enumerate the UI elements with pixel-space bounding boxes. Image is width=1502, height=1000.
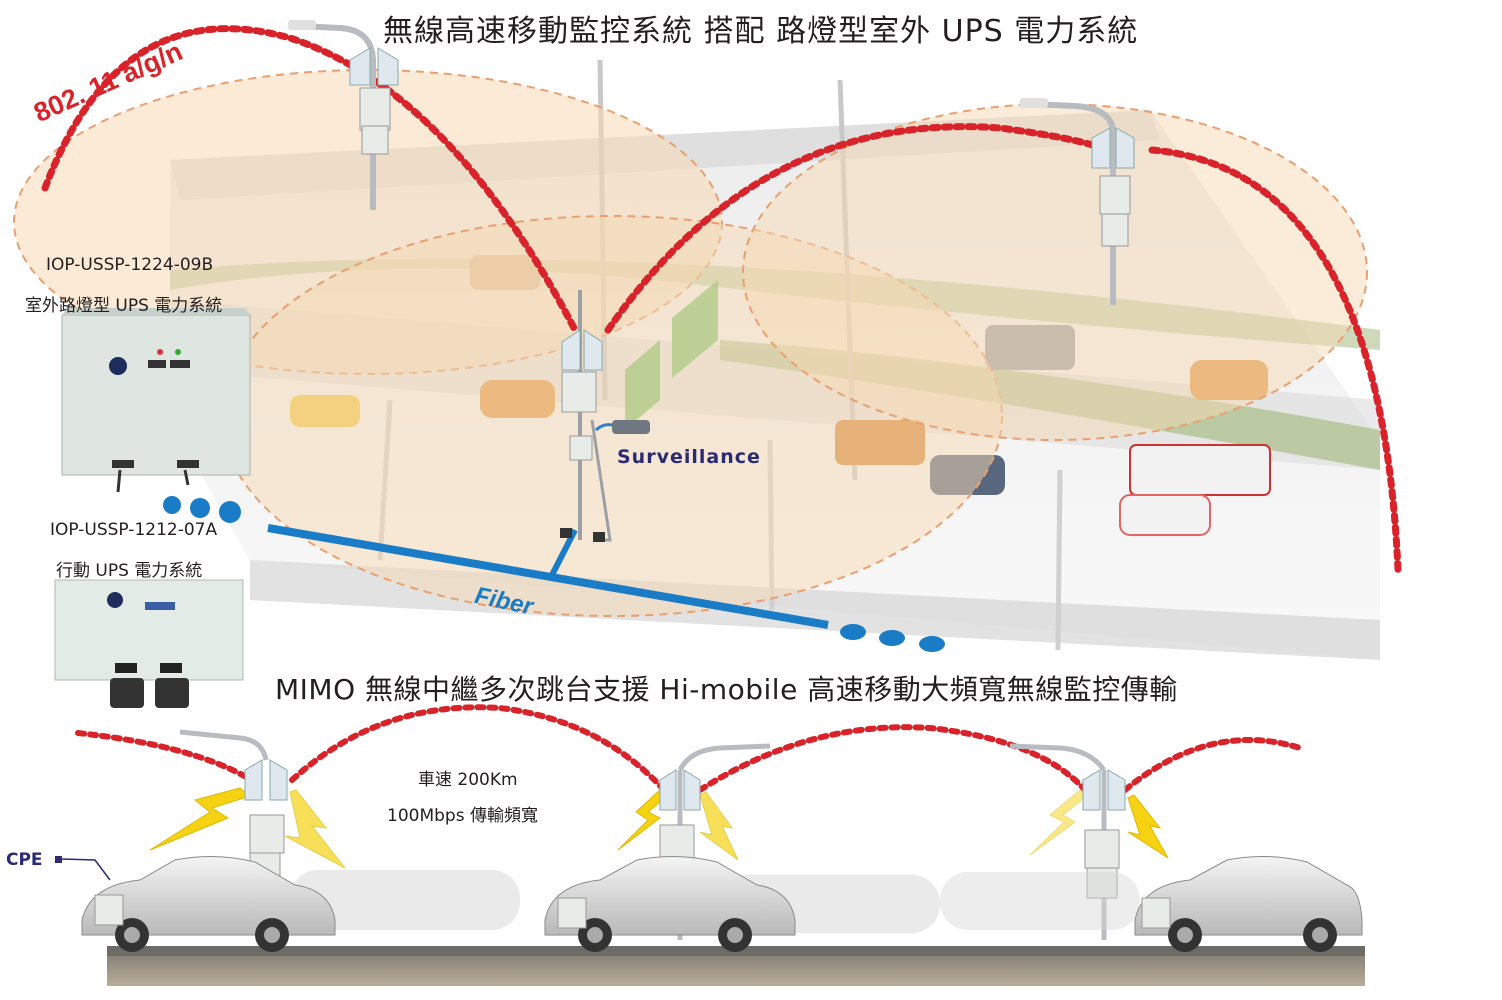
wireless-bolts [149,787,1169,869]
moving-cars [81,855,1363,952]
signal-arcs-top [41,25,1402,574]
streetlight-radio-1 [288,20,399,210]
surveillance-label: Surveillance [617,446,761,468]
bandwidth-label: 100Mbps 傳輸頻寬 [387,806,538,826]
coverage-areas [13,69,1368,617]
product-1-description: 室外路燈型 UPS 電力系統 [25,296,223,316]
ups-1212-device [54,579,244,708]
product-1-model: IOP-USSP-1224-09B [46,255,214,275]
mimo-title: MIMO 無線中繼多次跳台支援 Hi-mobile 高速移動大頻寬無線監控傳輸 [275,673,1178,706]
product-2-description: 行動 UPS 電力系統 [56,561,203,581]
signal-arcs-bottom [75,704,1303,793]
product-2-model: IOP-USSP-1212-07A [50,520,218,540]
cpe-pointer [55,856,111,881]
surveillance-tower [560,290,650,542]
fiber-link [163,496,945,652]
streetlight-radio-2 [1020,98,1135,305]
speed-label: 車速 200Km [418,770,518,790]
cpe-label: CPE [6,850,43,870]
road-ground [107,946,1365,986]
page-title: 無線高速移動監控系統 搭配 路燈型室外 UPS 電力系統 [383,14,1139,49]
ups-1224-device [61,308,251,493]
